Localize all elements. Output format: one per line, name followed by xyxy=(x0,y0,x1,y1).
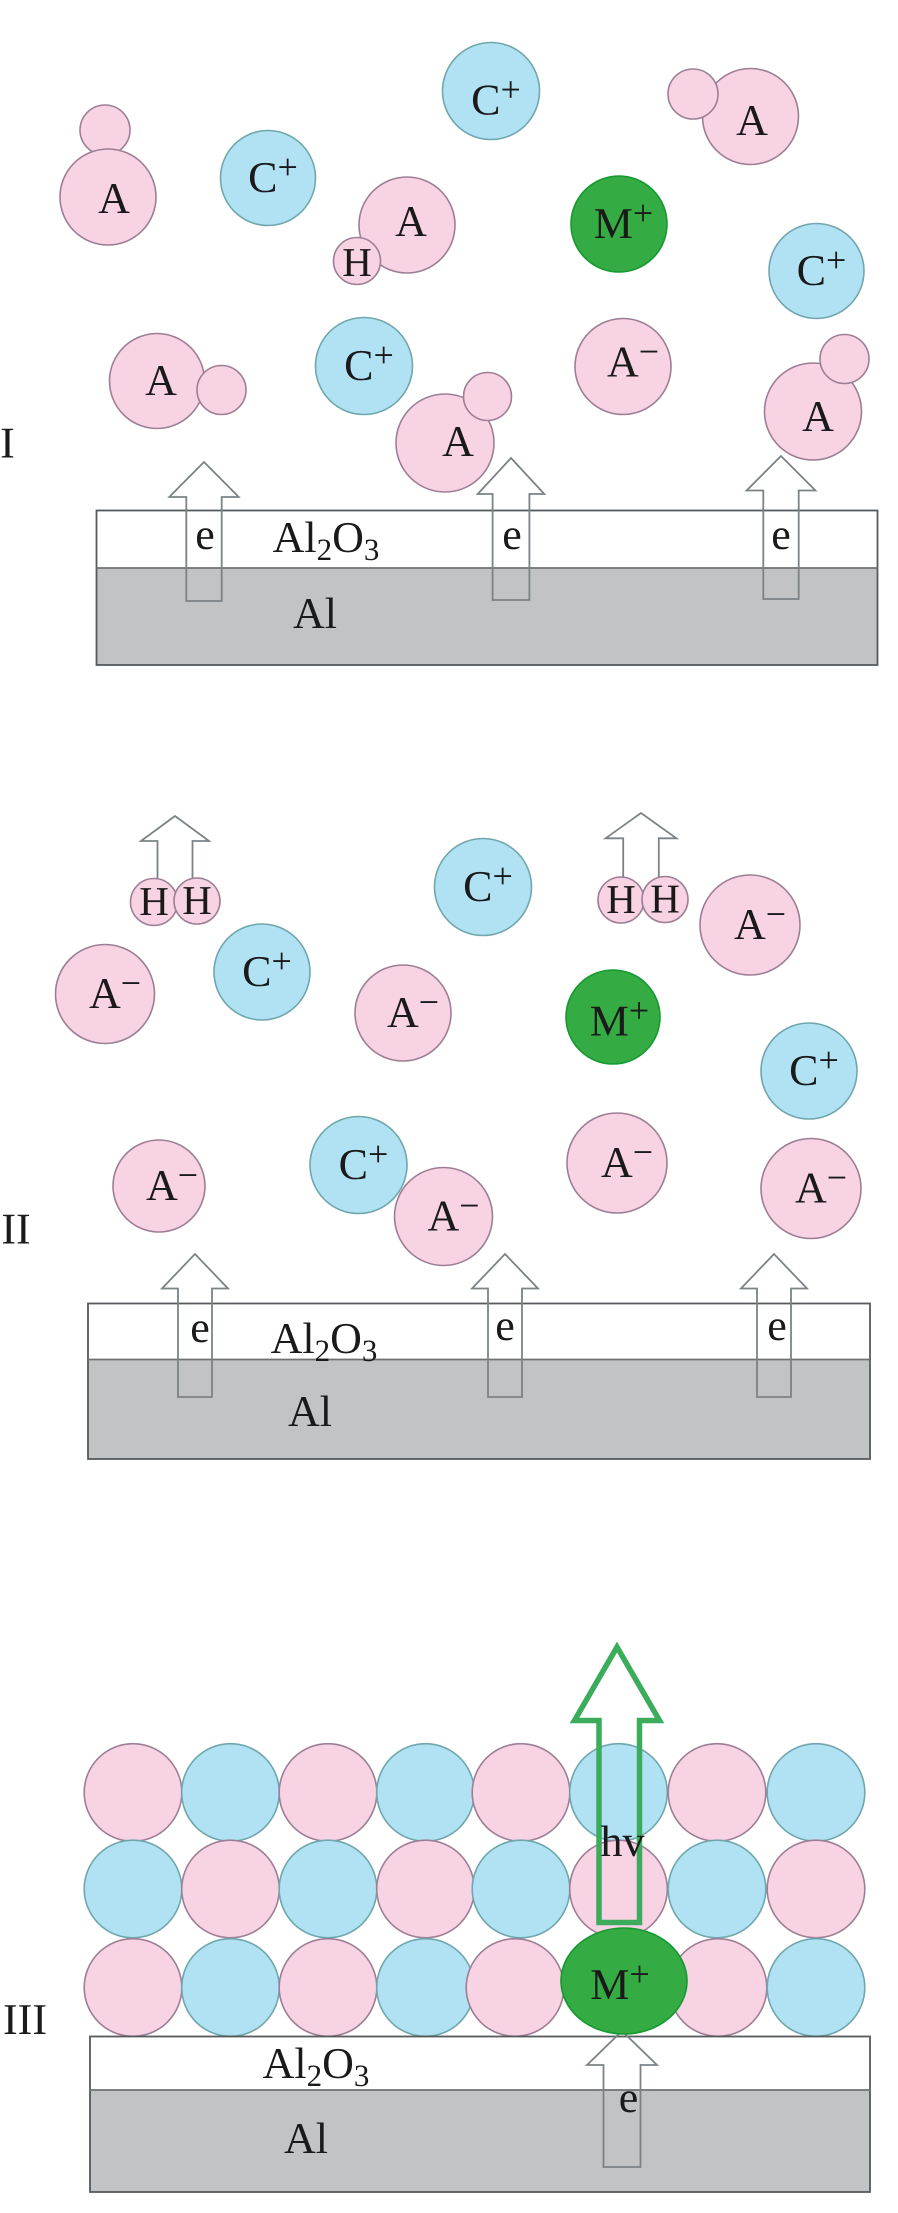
svg-text:A: A xyxy=(802,392,834,441)
svg-text:e: e xyxy=(771,510,791,559)
svg-text:e: e xyxy=(619,2073,639,2122)
svg-text:A: A xyxy=(442,417,474,466)
svg-text:Al: Al xyxy=(284,2114,328,2163)
svg-text:A−: A− xyxy=(734,894,786,949)
svg-text:hv: hv xyxy=(601,1817,645,1866)
svg-text:H: H xyxy=(650,876,680,922)
svg-text:H: H xyxy=(139,878,169,924)
svg-text:H: H xyxy=(182,877,212,923)
svg-text:A: A xyxy=(145,356,177,405)
svg-text:Al: Al xyxy=(288,1387,332,1436)
svg-text:e: e xyxy=(190,1303,210,1352)
svg-text:e: e xyxy=(767,1301,787,1350)
svg-text:e: e xyxy=(495,1301,515,1350)
svg-text:A−: A− xyxy=(601,1132,653,1187)
svg-text:e: e xyxy=(502,510,522,559)
svg-text:C+: C+ xyxy=(248,147,298,202)
svg-text:A: A xyxy=(98,174,130,223)
svg-text:I: I xyxy=(0,419,15,468)
svg-text:A−: A− xyxy=(795,1158,847,1213)
svg-text:III: III xyxy=(3,1995,47,2044)
svg-text:Al: Al xyxy=(293,589,337,638)
svg-text:A: A xyxy=(395,197,427,246)
svg-text:C+: C+ xyxy=(471,70,521,125)
svg-text:e: e xyxy=(195,510,215,559)
svg-text:H: H xyxy=(606,876,636,922)
svg-text:A−: A− xyxy=(146,1155,198,1210)
svg-text:A: A xyxy=(736,96,768,145)
svg-text:II: II xyxy=(1,1205,30,1254)
svg-text:H: H xyxy=(342,239,372,285)
